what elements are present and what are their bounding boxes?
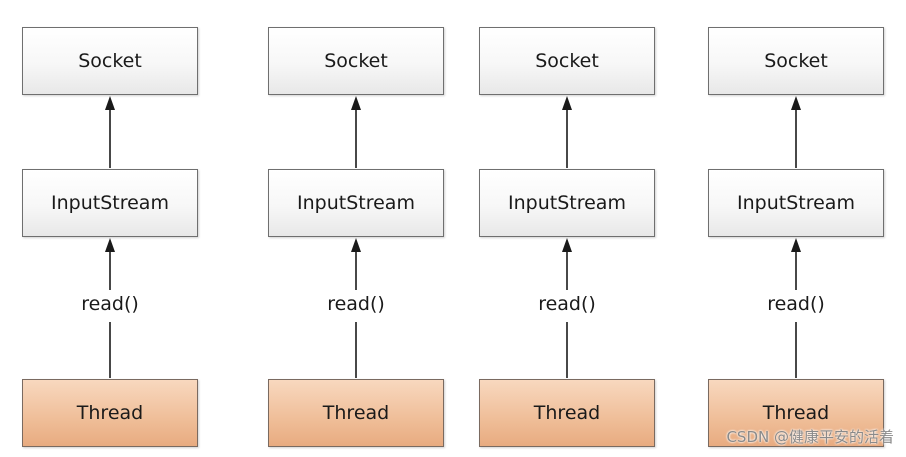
thread-label: Thread <box>762 402 830 424</box>
stack-column-4: Socket InputStream read() Thread <box>708 0 888 457</box>
thread-box: Thread <box>708 379 884 447</box>
inputstream-box: InputStream <box>268 169 444 237</box>
arrowhead-stream <box>351 238 361 252</box>
read-call-label: read() <box>538 293 596 315</box>
socket-label: Socket <box>535 50 599 72</box>
inputstream-label: InputStream <box>51 192 169 214</box>
connector-arrows <box>791 96 801 378</box>
connector-arrows <box>351 96 361 378</box>
socket-box: Socket <box>22 27 198 95</box>
arrowhead-stream <box>791 238 801 252</box>
arrowhead-stream <box>562 238 572 252</box>
arrowhead-socket <box>791 96 801 110</box>
socket-label: Socket <box>78 50 142 72</box>
thread-label: Thread <box>76 402 144 424</box>
inputstream-label: InputStream <box>508 192 626 214</box>
inputstream-box: InputStream <box>708 169 884 237</box>
read-call-label: read() <box>767 293 825 315</box>
thread-box: Thread <box>22 379 198 447</box>
connector-arrows <box>562 96 572 378</box>
inputstream-label: InputStream <box>297 192 415 214</box>
connector-arrows <box>105 96 115 378</box>
thread-label: Thread <box>322 402 390 424</box>
arrowhead-socket <box>562 96 572 110</box>
thread-box: Thread <box>479 379 655 447</box>
socket-box: Socket <box>268 27 444 95</box>
arrowhead-socket <box>351 96 361 110</box>
socket-label: Socket <box>764 50 828 72</box>
arrowhead-stream <box>105 238 115 252</box>
socket-box: Socket <box>708 27 884 95</box>
inputstream-box: InputStream <box>479 169 655 237</box>
stack-column-1: Socket InputStream read() Thread <box>22 0 202 457</box>
thread-label: Thread <box>533 402 601 424</box>
stack-column-3: Socket InputStream read() Thread <box>479 0 659 457</box>
inputstream-box: InputStream <box>22 169 198 237</box>
thread-box: Thread <box>268 379 444 447</box>
stack-column-2: Socket InputStream read() Thread <box>268 0 448 457</box>
arrowhead-socket <box>105 96 115 110</box>
socket-box: Socket <box>479 27 655 95</box>
read-call-label: read() <box>81 293 139 315</box>
watermark-text: CSDN @健康平安的活着 <box>726 428 894 446</box>
socket-label: Socket <box>324 50 388 72</box>
read-call-label: read() <box>327 293 385 315</box>
inputstream-label: InputStream <box>737 192 855 214</box>
